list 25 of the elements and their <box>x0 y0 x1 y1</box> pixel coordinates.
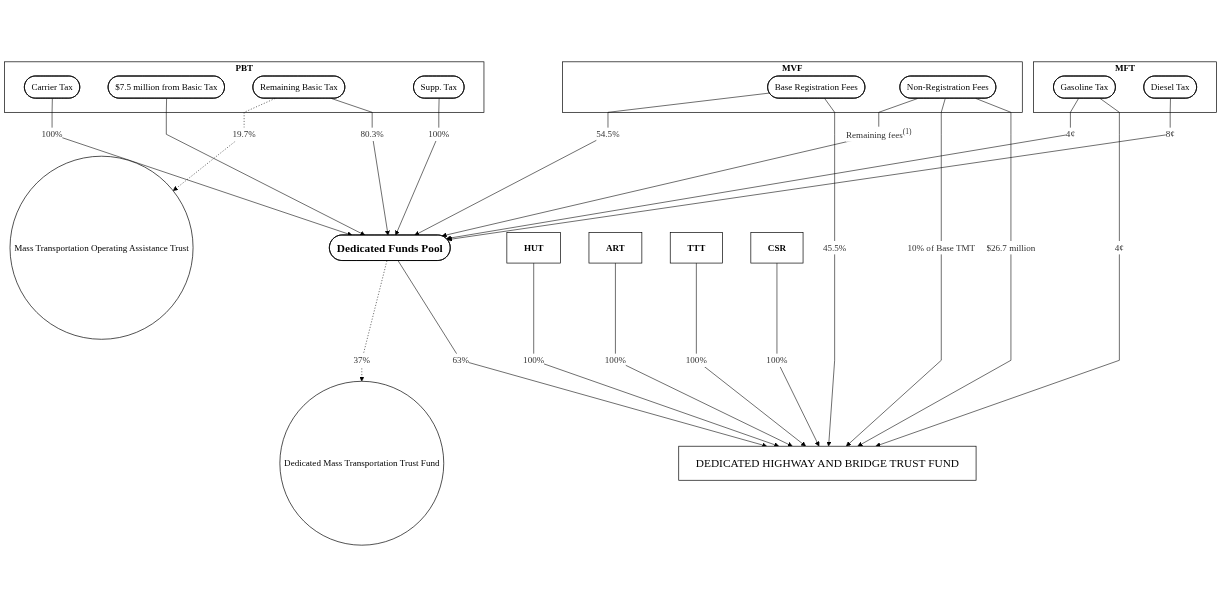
edge-label: 37% <box>353 355 371 365</box>
node-circle: Mass Transportation Operating Assistance Trust <box>9 155 194 340</box>
edge-label: 80.3% <box>360 129 384 139</box>
edge-label: 63% <box>452 355 470 365</box>
edge-label: 4¢ <box>1065 129 1075 139</box>
node-box: ART <box>588 232 643 264</box>
edge-label: 100% <box>766 355 788 365</box>
edge-label: 19.7% <box>232 129 256 139</box>
edge-label: $26.7 million <box>986 242 1036 253</box>
edge-label: 100% <box>41 129 63 139</box>
edge-label: 45.5% <box>822 242 847 253</box>
node-box: TTT <box>669 232 723 264</box>
edge-label: 100% <box>685 355 707 365</box>
edge-label: 100% <box>523 355 545 365</box>
edge-label: 4¢ <box>1114 242 1124 253</box>
edge-label: 54.5% <box>596 129 620 139</box>
node-box: CSR <box>750 232 804 264</box>
edge-label: 100% <box>604 355 626 365</box>
node-circle: Dedicated Mass Transportation Trust Fund <box>279 380 445 546</box>
edge-label: 10% of Base TMT <box>907 242 976 253</box>
edge-label: 8¢ <box>1165 129 1175 139</box>
node-box: HUT <box>506 232 561 264</box>
edge-label: Remaining fees$^{(1)}$ <box>846 127 912 140</box>
edge-label: 100% <box>428 129 450 139</box>
node-box: DEDICATED HIGHWAY AND BRIDGE TRUST FUND <box>678 445 977 481</box>
